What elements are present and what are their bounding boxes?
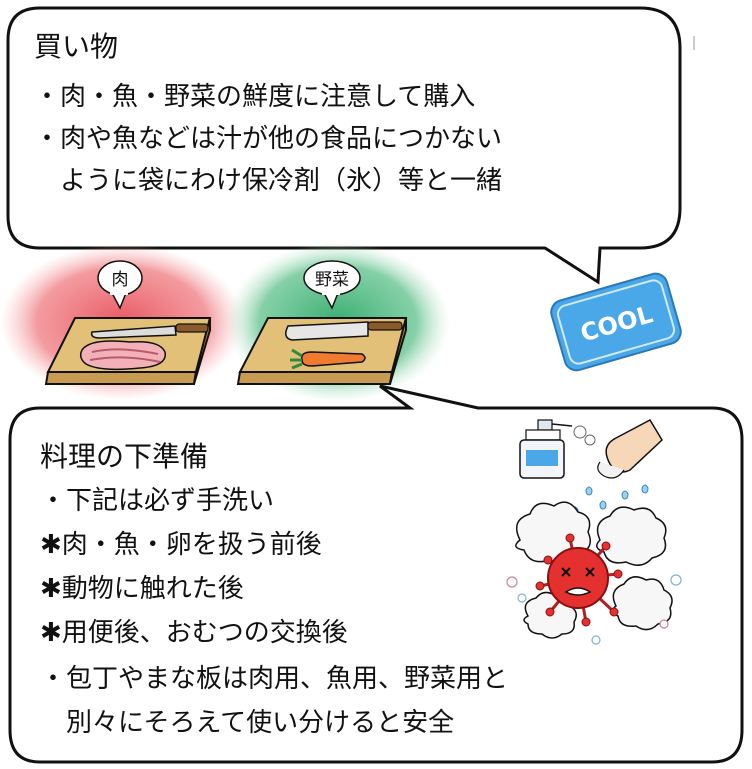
veg-board-illustration: 野菜	[226, 242, 450, 402]
cool-pack: COOL	[550, 272, 682, 372]
prep-line-2: ✱肉・魚・卵を扱う前後	[40, 530, 322, 560]
prep-bubble	[8, 384, 744, 764]
meat-label-bubble: 肉	[97, 260, 143, 310]
prep-title: 料理の下準備	[40, 440, 209, 473]
sanitizer-bottle-icon	[519, 419, 596, 479]
prep-line-1: ・下記は必ず手洗い	[40, 486, 275, 516]
shopping-line-3: ように袋にわけ保冷剤（氷）等と一緒	[34, 166, 503, 196]
carrot-icon	[300, 351, 366, 367]
germ-icon	[535, 533, 623, 627]
knife-icon	[90, 325, 177, 339]
shopping-line-2: ・肉や魚などは汁が他の食品につかない	[34, 124, 503, 154]
veg-label-bubble: 野菜	[303, 260, 361, 310]
meat-icon	[79, 340, 167, 371]
germ-cloud-2	[596, 506, 667, 566]
prep-line-5: ・包丁やまな板は肉用、魚用、野菜用と	[40, 664, 509, 694]
shopping-line-1: ・肉・魚・野菜の鮮度に注意して購入	[34, 82, 476, 112]
meat-label: 肉	[112, 270, 129, 290]
prep-line-3: ✱動物に触れた後	[40, 574, 244, 604]
germ-clouds	[506, 501, 682, 645]
prep-line-6: 別々にそろえて使い分けると安全	[40, 708, 455, 738]
prep-line-4: ✱用便後、おむつの交換後	[40, 618, 348, 648]
veg-label: 野菜	[315, 270, 349, 290]
veg-knife-icon	[285, 321, 369, 341]
hand-icon	[597, 419, 663, 479]
shopping-title: 買い物	[34, 30, 119, 63]
germ-cloud-3	[611, 576, 673, 631]
shopping-bubble	[6, 6, 682, 285]
meat-board-illustration: 肉	[0, 244, 244, 400]
